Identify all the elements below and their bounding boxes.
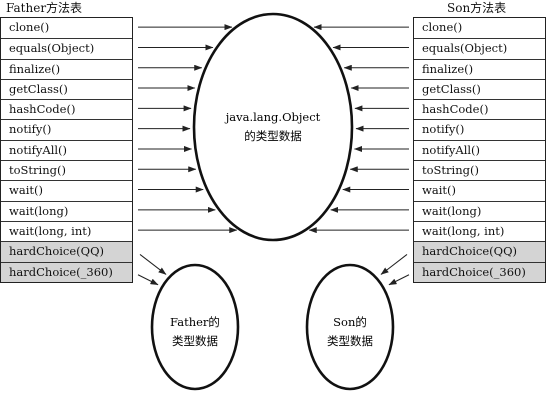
son-method-row: hardChoice(_360) [414,261,545,282]
father-method-row: toString() [1,160,132,180]
father-method-row: hardChoice(_360) [1,261,132,282]
father-method-row: wait(long) [1,200,132,221]
father-method-row: getClass() [1,78,132,99]
son-method-table: clone() equals(Object)finalize()getClass(… [413,17,546,283]
father-table-title: Father方法表 [6,1,83,15]
father-method-row: hardChoice(QQ) [1,241,132,262]
son-to-son-type-arrow [380,254,408,275]
father-type-label-line2: 类型数据 [172,334,218,348]
son-method-row: getClass() [414,78,545,99]
son-method-row: wait(long) [414,200,545,221]
father-method-row: wait() [1,180,132,200]
son-method-row: equals(Object) [414,38,545,58]
son-type-label-line2: 类型数据 [327,334,373,348]
object-type-label-line2: 的类型数据 [244,129,302,143]
son-table-title: Son方法表 [447,1,507,15]
father-method-row: equals(Object) [1,38,132,58]
son-method-row: clone() [422,20,463,34]
father-method-row: notify() [1,119,132,139]
father-method-row: hashCode() [1,99,132,119]
son-type-ellipse [305,263,395,391]
father-method-row: wait(long, int) [1,220,132,241]
father-type-label-line1: Father的 [170,315,220,329]
object-type-label-line1: java.lang.Object [224,110,321,124]
father-type-ellipse [150,263,240,391]
son-type-label-line1: Son的 [333,315,367,329]
son-method-row: wait() [414,180,545,200]
father-to-father-type-arrow [139,254,167,275]
son-method-row: notify() [414,119,545,139]
son-method-row: wait(long, int) [414,220,545,241]
son-method-row: hashCode() [414,99,545,119]
father-method-row: finalize() [1,58,132,79]
son-method-row: toString() [414,160,545,180]
arrow-group [137,24,410,286]
father-to-father-type-arrow [137,274,159,286]
son-method-row: finalize() [414,58,545,79]
son-method-row: notifyAll() [414,139,545,160]
father-method-table: clone() equals(Object)finalize()getClass(… [0,17,133,283]
son-to-son-type-arrow [388,274,410,286]
object-type-ellipse [192,12,354,242]
father-method-row: clone() [9,20,50,34]
father-method-row: notifyAll() [1,139,132,160]
son-method-row: hardChoice(QQ) [414,241,545,262]
